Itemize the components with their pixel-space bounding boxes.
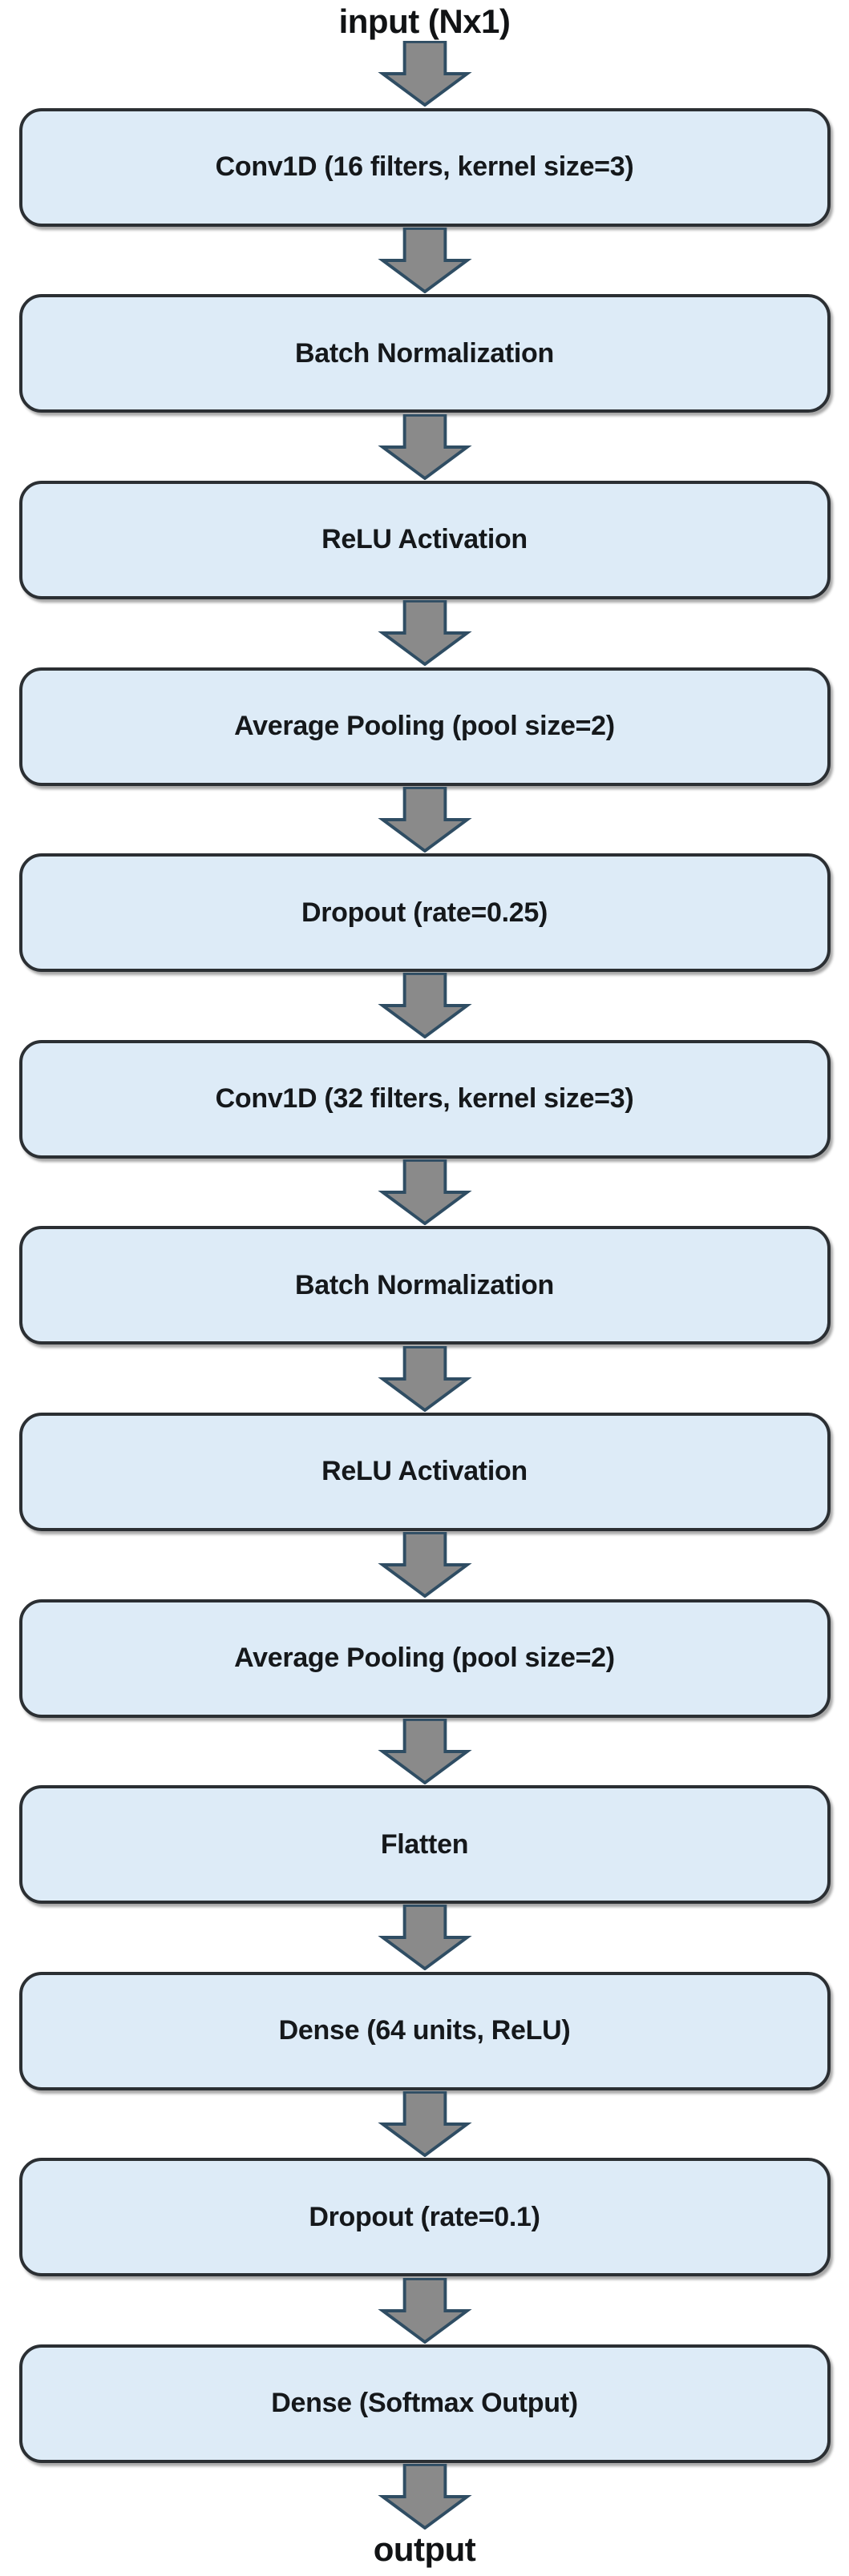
layer-label: Dropout (rate=0.25) xyxy=(301,897,548,928)
down-arrow-icon xyxy=(377,41,472,107)
layer-label: Conv1D (16 filters, kernel size=3) xyxy=(215,151,634,183)
layer-label: ReLU Activation xyxy=(321,524,528,555)
layer-box: Conv1D (16 filters, kernel size=3) xyxy=(18,107,831,227)
layer-box: Dropout (rate=0.1) xyxy=(18,2158,831,2277)
layer-label: ReLU Activation xyxy=(321,1456,528,1487)
layer-box: Flatten xyxy=(18,1785,831,1905)
down-arrow-icon xyxy=(377,1159,472,1226)
layer-label: Batch Normalization xyxy=(294,337,554,369)
down-arrow-icon xyxy=(377,1718,472,1784)
down-arrow-icon xyxy=(377,1532,472,1598)
layer-box: Batch Normalization xyxy=(18,294,831,413)
down-arrow-icon xyxy=(377,413,472,480)
layer-label: Dropout (rate=0.1) xyxy=(309,2201,540,2232)
layer-box: Dense (64 units, ReLU) xyxy=(18,1971,831,2090)
layer-label: Average Pooling (pool size=2) xyxy=(234,711,615,742)
down-arrow-icon xyxy=(377,1905,472,1971)
down-arrow-icon xyxy=(377,1345,472,1412)
input-label: input (Nx1) xyxy=(338,2,511,40)
output-label: output xyxy=(373,2530,476,2568)
layer-box: Dense (Softmax Output) xyxy=(18,2344,831,2463)
layer-label: Dense (Softmax Output) xyxy=(271,2388,578,2419)
down-arrow-icon xyxy=(377,2464,472,2530)
down-arrow-icon xyxy=(377,600,472,667)
down-arrow-icon xyxy=(377,228,472,294)
layer-box: Batch Normalization xyxy=(18,1226,831,1345)
down-arrow-icon xyxy=(377,973,472,1039)
layer-box: Dropout (rate=0.25) xyxy=(18,853,831,973)
down-arrow-icon xyxy=(377,2277,472,2344)
layer-label: Flatten xyxy=(380,1828,469,1860)
down-arrow-icon xyxy=(377,786,472,853)
layer-box: Average Pooling (pool size=2) xyxy=(18,1598,831,1718)
layer-label: Dense (64 units, ReLU) xyxy=(278,2015,571,2046)
layer-box: Conv1D (32 filters, kernel size=3) xyxy=(18,1039,831,1159)
layer-label: Batch Normalization xyxy=(294,1269,554,1300)
layer-label: Average Pooling (pool size=2) xyxy=(234,1643,615,1674)
layer-box: ReLU Activation xyxy=(18,1412,831,1531)
layer-box: Average Pooling (pool size=2) xyxy=(18,667,831,786)
layer-label: Conv1D (32 filters, kernel size=3) xyxy=(215,1083,634,1115)
down-arrow-icon xyxy=(377,2091,472,2158)
layer-box: ReLU Activation xyxy=(18,480,831,599)
